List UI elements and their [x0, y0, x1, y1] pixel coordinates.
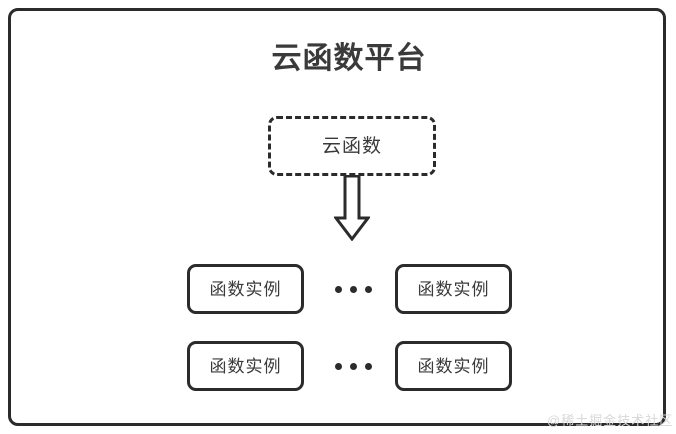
function-instance-label: 函数实例 — [209, 356, 282, 376]
function-instance-box[interactable]: 函数实例 — [187, 341, 304, 391]
ellipsis-dot — [364, 362, 372, 370]
ellipsis-dot — [334, 285, 342, 293]
ellipsis-icon — [312, 341, 394, 391]
ellipsis-icon — [312, 264, 394, 314]
instance-row: 函数实例 函数实例 — [11, 341, 676, 391]
ellipsis-dot — [349, 285, 357, 293]
function-instance-label: 函数实例 — [417, 356, 490, 376]
watermark: @稀土掘金技术社区 — [547, 413, 674, 428]
down-arrow-icon — [332, 174, 372, 242]
instance-row: 函数实例 函数实例 — [11, 264, 676, 314]
ellipsis-dot — [364, 285, 372, 293]
function-instance-box[interactable]: 函数实例 — [395, 341, 512, 391]
ellipsis-dot — [349, 362, 357, 370]
function-instance-label: 函数实例 — [417, 279, 490, 299]
cloud-function-platform-container: 云函数平台 云函数 函数实例 函数实例 函数实例 — [8, 8, 672, 428]
function-instance-box[interactable]: 函数实例 — [395, 264, 512, 314]
ellipsis-dot — [334, 362, 342, 370]
function-instance-box[interactable]: 函数实例 — [187, 264, 304, 314]
function-instance-label: 函数实例 — [209, 279, 282, 299]
cloud-function-label: 云函数 — [321, 135, 382, 157]
page-title: 云函数平台 — [271, 42, 427, 75]
cloud-function-node[interactable]: 云函数 — [268, 116, 436, 176]
